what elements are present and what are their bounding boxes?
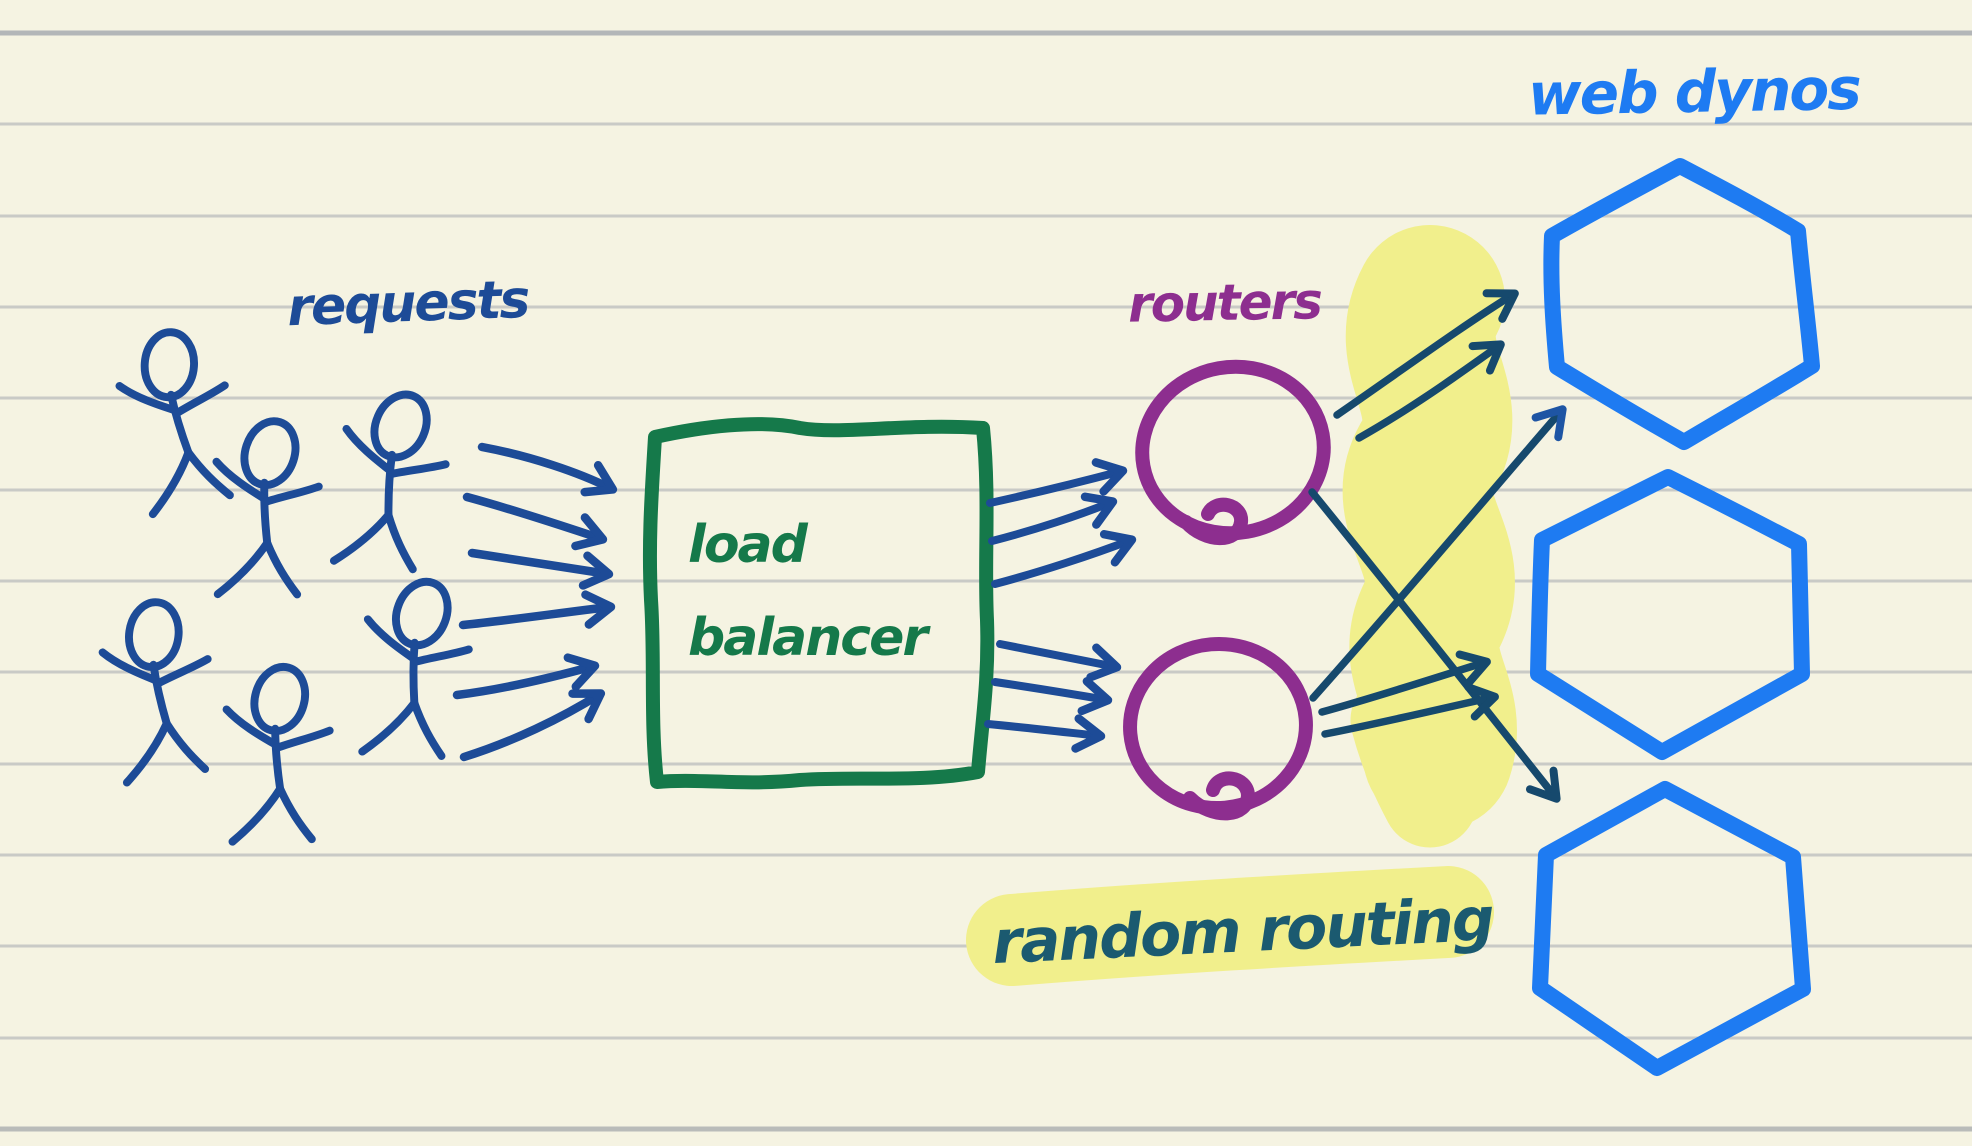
request-arrow bbox=[458, 590, 616, 630]
router2-dyno2-arrow bbox=[1318, 650, 1491, 716]
router2-dyno2-arrow bbox=[1321, 683, 1499, 738]
router2-dyno1-arrow bbox=[1309, 405, 1567, 702]
stick-figure-user bbox=[324, 380, 458, 577]
lb-router-arrow bbox=[991, 677, 1113, 716]
router-nodes bbox=[1123, 359, 1331, 821]
lb-router-arrow bbox=[986, 458, 1128, 507]
request-arrow bbox=[462, 492, 608, 551]
lb-router-arrow bbox=[984, 714, 1106, 753]
highlighter-pill bbox=[966, 866, 1494, 986]
router1-dyno1-arrow bbox=[1333, 289, 1519, 419]
router1-dyno1-arrow bbox=[1355, 340, 1505, 442]
router1-dyno3-arrow bbox=[1308, 488, 1561, 803]
random-routing-arrows bbox=[1308, 289, 1567, 803]
web-dyno-hexagon-3 bbox=[1532, 781, 1811, 1076]
router-circle-1-curl bbox=[1179, 497, 1248, 546]
lb-router-arrow bbox=[996, 640, 1122, 682]
highlighter-vertical-swipe-tail bbox=[1350, 672, 1478, 848]
lb-router-arrow bbox=[991, 530, 1137, 588]
load-balancer-label-line2: balancer bbox=[688, 608, 931, 668]
web-dyno-nodes bbox=[1530, 158, 1820, 1076]
load-balancer-node: load balancer bbox=[642, 417, 995, 790]
request-arrow bbox=[452, 653, 600, 700]
router-circle-1 bbox=[1135, 359, 1331, 541]
load-balancer-box bbox=[642, 417, 995, 790]
requests-label: requests bbox=[286, 270, 530, 338]
lb-router-arrow bbox=[988, 492, 1118, 545]
web-dynos-label: web dynos bbox=[1527, 55, 1860, 129]
stick-figure-user bbox=[111, 319, 245, 516]
web-dyno-hexagon-1 bbox=[1543, 158, 1820, 450]
stick-figure-user bbox=[97, 592, 219, 784]
request-arrow bbox=[467, 548, 614, 590]
stick-figure-user bbox=[207, 412, 323, 601]
stick-figure-user bbox=[352, 570, 477, 763]
stick-figure-user bbox=[222, 660, 332, 845]
request-arrows bbox=[452, 442, 618, 762]
web-dyno-hexagon-2 bbox=[1530, 469, 1810, 760]
router-circle-2-curl bbox=[1183, 771, 1256, 821]
routers-label: routers bbox=[1128, 272, 1322, 333]
request-arrow bbox=[459, 689, 606, 762]
balancer-to-router-arrows bbox=[984, 458, 1137, 753]
request-arrow bbox=[477, 442, 618, 497]
load-balancer-label-line1: load bbox=[688, 515, 809, 575]
